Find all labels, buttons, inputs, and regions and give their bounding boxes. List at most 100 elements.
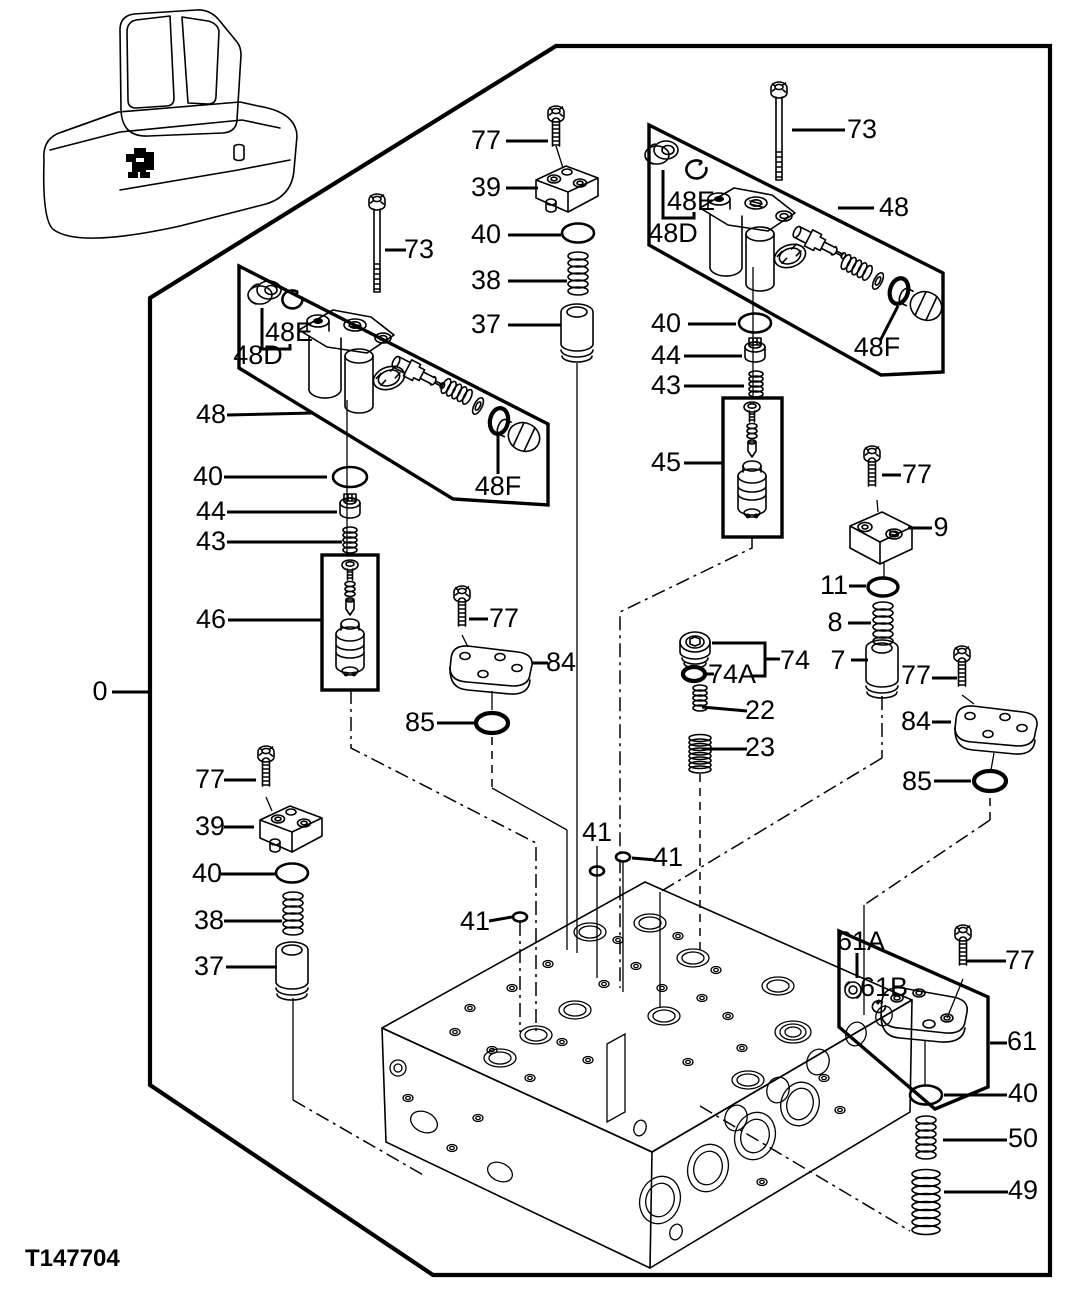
- callout-7-18: 7: [830, 645, 845, 675]
- spool-spring-icon: [838, 252, 875, 283]
- callout-46-37: 46: [196, 604, 226, 634]
- callout-49-53: 49: [1008, 1175, 1038, 1205]
- spring-38-icon: [567, 251, 589, 296]
- screw-77-icon: [954, 924, 972, 966]
- cover-84-icon: [954, 705, 1038, 755]
- callout-73-5: 73: [847, 114, 877, 144]
- callout-40-51: 40: [1008, 1078, 1038, 1108]
- callout-77-0: 77: [471, 125, 501, 155]
- callout-37-4: 37: [471, 309, 501, 339]
- valve-location-marker: [126, 148, 154, 178]
- callout-61-50: 61: [1007, 1026, 1037, 1056]
- callout-39-1: 39: [471, 172, 501, 202]
- plug-61A-icon: [844, 981, 862, 999]
- screw-77-icon: [863, 445, 881, 487]
- parts-layer: [247, 81, 1038, 1236]
- callout-22-21: 22: [745, 695, 775, 725]
- o-ring-11-icon: [866, 576, 900, 598]
- relief-valve-46-icon: [335, 559, 365, 677]
- spring-49-icon: [911, 1168, 941, 1236]
- spring-50-icon: [915, 1115, 937, 1160]
- callout-77-26: 77: [489, 603, 519, 633]
- valve-body-left-face: [389, 1059, 514, 1183]
- callout-48F-36: 48F: [475, 471, 522, 501]
- callout-37-46: 37: [194, 951, 224, 981]
- spring-38-icon: [282, 891, 304, 936]
- cover-84-icon: [449, 645, 533, 695]
- callout-48-32: 48: [196, 399, 226, 429]
- callout-40-44: 40: [192, 858, 222, 888]
- callout-41-39: 41: [582, 817, 612, 847]
- callout-48F-12: 48F: [854, 332, 901, 362]
- callout-77-49: 77: [1005, 945, 1035, 975]
- screw-77-icon: [953, 645, 971, 687]
- o-ring-41-icon: [588, 865, 606, 877]
- callout-23-22: 23: [745, 732, 775, 762]
- callout-0-38: 0: [92, 676, 107, 706]
- poppet-44-icon: [339, 493, 361, 519]
- sleeve-37-icon: [275, 941, 309, 1001]
- callout-84-24: 84: [901, 706, 931, 736]
- callout-40-2: 40: [471, 219, 501, 249]
- callout-41-41: 41: [460, 906, 490, 936]
- callout-50-52: 50: [1008, 1123, 1038, 1153]
- o-ring-40-icon: [737, 312, 773, 334]
- o-ring-74A-icon: [680, 664, 708, 684]
- washer-icon: [869, 270, 887, 292]
- spring-8-icon: [872, 601, 894, 646]
- screw-77-icon: [453, 585, 471, 627]
- spring-43-icon: [342, 526, 358, 554]
- excavator-thumbnail: [42, 9, 298, 239]
- o-ring-41-icon: [511, 911, 529, 923]
- callout-40-9: 40: [651, 308, 681, 338]
- o-ring-48F-icon: [487, 406, 511, 436]
- sleeve-7-icon: [865, 639, 899, 699]
- relief-valve-45-icon: [737, 401, 767, 519]
- ring-48E-icon: [685, 159, 708, 180]
- o-ring-41-icon: [614, 851, 632, 863]
- cap-block-9-icon: [849, 511, 913, 565]
- callout-48D-7: 48D: [648, 218, 698, 248]
- callout-11-16: 11: [820, 570, 848, 600]
- callout-45-13: 45: [651, 447, 681, 477]
- callout-43-11: 43: [651, 370, 681, 400]
- plug-74-icon: [679, 631, 711, 669]
- callout-85-25: 85: [902, 766, 932, 796]
- washer-icon: [469, 395, 487, 417]
- screw-77-icon: [257, 745, 275, 787]
- callout-38-3: 38: [471, 265, 501, 295]
- valve-block-48-icon: [699, 187, 810, 292]
- o-ring-40-icon: [331, 465, 369, 489]
- callout-9-15: 9: [933, 512, 948, 542]
- cap-block-39-icon: [535, 165, 599, 213]
- callout-77-42: 77: [195, 764, 225, 794]
- o-ring-48F-icon: [887, 276, 911, 306]
- figure-code: T147704: [25, 1245, 120, 1272]
- callout-44-34: 44: [196, 496, 226, 526]
- valve-body-top-bores: [483, 913, 812, 1124]
- callout-73-29: 73: [404, 234, 434, 264]
- spring-23-icon: [688, 733, 712, 774]
- o-ring-85-icon: [971, 768, 1009, 794]
- callout-38-45: 38: [194, 905, 224, 935]
- callout-77-14: 77: [902, 459, 932, 489]
- spring-43-icon: [748, 370, 764, 398]
- o-ring-40-icon: [560, 222, 596, 244]
- callout-84-27: 84: [546, 647, 576, 677]
- assembly-box-61: [837, 928, 990, 1111]
- assembly-box-46: [320, 553, 380, 692]
- callout-74-19: 74: [780, 645, 810, 675]
- bolt-73-icon: [368, 193, 386, 293]
- callout-41-40: 41: [653, 842, 683, 872]
- cap-block-39-icon: [259, 805, 323, 853]
- o-ring-40-icon: [274, 862, 310, 884]
- poppet-44-icon: [744, 337, 766, 363]
- connector-lines: [265, 145, 995, 1232]
- callout-48D-31: 48D: [233, 340, 283, 370]
- callout-39-43: 39: [195, 811, 225, 841]
- assembly-box-45: [721, 396, 784, 539]
- callout-43-35: 43: [196, 526, 226, 556]
- leader-lines: [112, 128, 1008, 1194]
